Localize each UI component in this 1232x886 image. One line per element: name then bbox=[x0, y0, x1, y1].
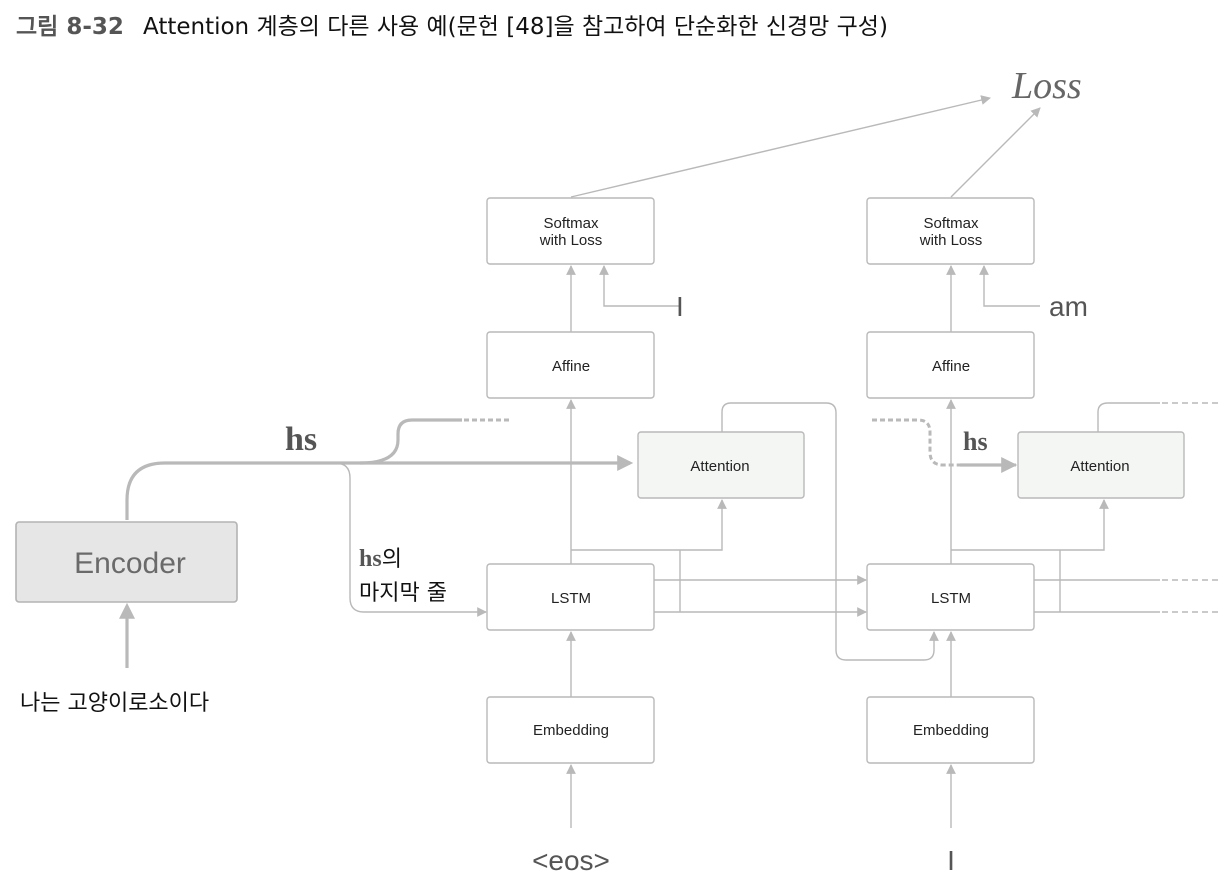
encoder-input-text: 나는 고양이로소이다 bbox=[20, 691, 209, 716]
lstm-to-attention-arrow-2 bbox=[951, 499, 1109, 551]
decoder-step-1: Softmax with Loss Affine Attention LSTM … bbox=[486, 197, 939, 876]
hs-last-row-line2: 마지막 줄 bbox=[359, 581, 447, 606]
target-to-softmax-arrow-2 bbox=[979, 265, 1040, 307]
attention-label-1: Attention bbox=[690, 458, 749, 475]
softmax-label-1a: Softmax bbox=[543, 215, 599, 232]
softmax-label-2a: Softmax bbox=[923, 215, 979, 232]
hs-branch-line bbox=[359, 418, 462, 465]
decoder-target-1: I bbox=[676, 291, 684, 322]
lstm-to-attention-arrow-1 bbox=[571, 499, 727, 551]
softmax1-to-loss-arrow bbox=[570, 95, 991, 198]
hs-label-2: hs bbox=[963, 427, 988, 456]
softmax-label-1b: with Loss bbox=[539, 232, 603, 249]
decoder-input-2: I bbox=[947, 845, 955, 876]
hs-to-attention-2-dash bbox=[872, 418, 1016, 467]
attention-box-2 bbox=[1017, 431, 1185, 499]
encoder-box bbox=[15, 521, 238, 603]
decoder-step-2: Softmax with Loss Affine Attention LSTM … bbox=[866, 197, 1222, 876]
embedding-label-2: Embedding bbox=[913, 722, 989, 739]
attention-to-next-lstm-arrow bbox=[721, 402, 939, 661]
decoder-input-1: <eos> bbox=[532, 845, 610, 876]
affine-label-2: Affine bbox=[932, 358, 970, 375]
target-to-softmax-arrow-1 bbox=[599, 265, 680, 307]
softmax-box-2 bbox=[866, 197, 1035, 265]
encoder-label: Encoder bbox=[74, 547, 186, 580]
decoder-target-2: am bbox=[1049, 291, 1088, 322]
softmax-box-1 bbox=[486, 197, 655, 265]
softmax-label-2b: with Loss bbox=[919, 232, 983, 249]
figure-caption-text: Attention 계층의 다른 사용 예(문헌 [48]을 참고하여 단순화한… bbox=[143, 14, 888, 40]
hs-main-arrow bbox=[125, 455, 634, 520]
embedding-label-1: Embedding bbox=[533, 722, 609, 739]
attention-box-1 bbox=[637, 431, 805, 499]
hs-label: hs bbox=[285, 421, 317, 458]
lstm-label-2: LSTM bbox=[931, 590, 971, 607]
loss-label: Loss bbox=[1011, 65, 1082, 107]
hs-last-row-label: hs의 bbox=[359, 546, 402, 572]
hs-last-row-suffix: 의 bbox=[382, 547, 402, 572]
lstm-label-1: LSTM bbox=[551, 590, 591, 607]
figure-number: 그림 8-32 bbox=[16, 14, 124, 40]
softmax2-to-loss-arrow bbox=[950, 107, 1041, 198]
figure-caption: 그림 8-32 Attention 계층의 다른 사용 예(문헌 [48]을 참… bbox=[16, 14, 888, 40]
affine-label-1: Affine bbox=[552, 358, 590, 375]
attention-label-2: Attention bbox=[1070, 458, 1129, 475]
hs-last-row-hs: hs bbox=[359, 546, 382, 572]
attention-2-output-line bbox=[1097, 402, 1160, 432]
hs-last-row-arrow bbox=[334, 462, 487, 617]
